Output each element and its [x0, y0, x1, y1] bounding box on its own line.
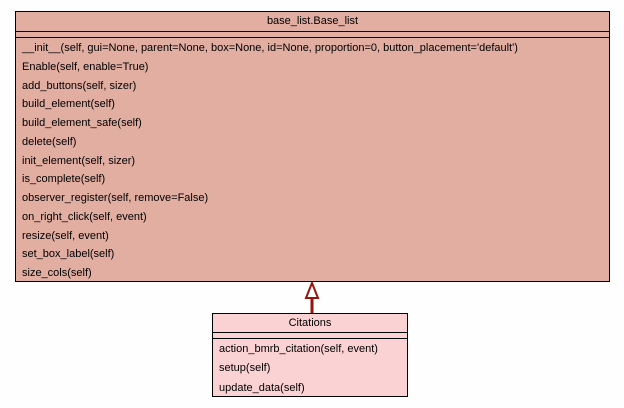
- method-item: resize(self, event): [22, 229, 109, 242]
- inheritance-arrowhead: [304, 282, 320, 299]
- method-item: init_element(self, sizer): [22, 154, 136, 167]
- method-item: Enable(self, enable=True): [22, 60, 149, 73]
- method-item: __init__(self, gui=None, parent=None, bo…: [22, 42, 518, 54]
- methods-compartment: action_bmrb_citation(self, event) setup(…: [213, 339, 407, 398]
- class-box-citations: Citations action_bmrb_citation(self, eve…: [212, 313, 408, 397]
- method-item: size_cols(self): [22, 267, 92, 279]
- method-item: build_element(self): [22, 98, 115, 111]
- method-item: on_right_click(self, event): [22, 210, 147, 223]
- attributes-compartment: [16, 32, 609, 38]
- method-item: action_bmrb_citation(self, event): [219, 343, 378, 355]
- class-name-citations: Citations: [213, 314, 407, 333]
- method-item: update_data(self): [219, 381, 305, 394]
- method-item: add_buttons(self, sizer): [22, 79, 137, 92]
- method-item: delete(self): [22, 135, 77, 148]
- method-item: set_box_label(self): [22, 248, 115, 261]
- class-name-base-list: base_list.Base_list: [16, 12, 609, 32]
- methods-compartment: __init__(self, gui=None, parent=None, bo…: [16, 38, 609, 283]
- attributes-compartment: [213, 333, 407, 339]
- method-item: is_complete(self): [22, 173, 106, 186]
- class-box-base-list: base_list.Base_list __init__(self, gui=N…: [15, 11, 610, 282]
- method-item: observer_register(self, remove=False): [22, 192, 209, 204]
- method-item: setup(self): [219, 362, 271, 375]
- method-item: build_element_safe(self): [22, 117, 142, 129]
- inheritance-arrow: [304, 282, 320, 313]
